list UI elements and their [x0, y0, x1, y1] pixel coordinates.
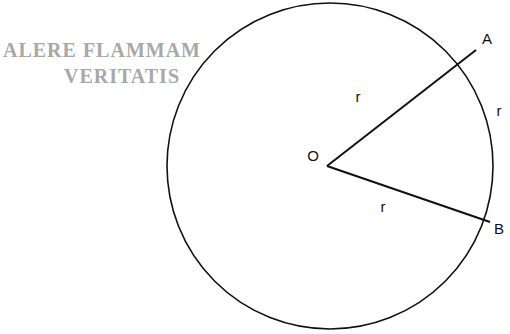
radius-line: [327, 166, 490, 222]
point-label: B: [494, 221, 504, 236]
point-label: A: [482, 31, 492, 46]
circle: [167, 3, 493, 329]
radius-label: r: [381, 199, 386, 214]
radius-line: [327, 50, 476, 166]
radius-label: r: [356, 89, 361, 104]
center-label: O: [307, 148, 319, 163]
watermark-text: ALERE FLAMMAM: [3, 40, 201, 60]
watermark-text: VERITATIS: [64, 66, 180, 86]
arc-label: r: [497, 103, 502, 118]
